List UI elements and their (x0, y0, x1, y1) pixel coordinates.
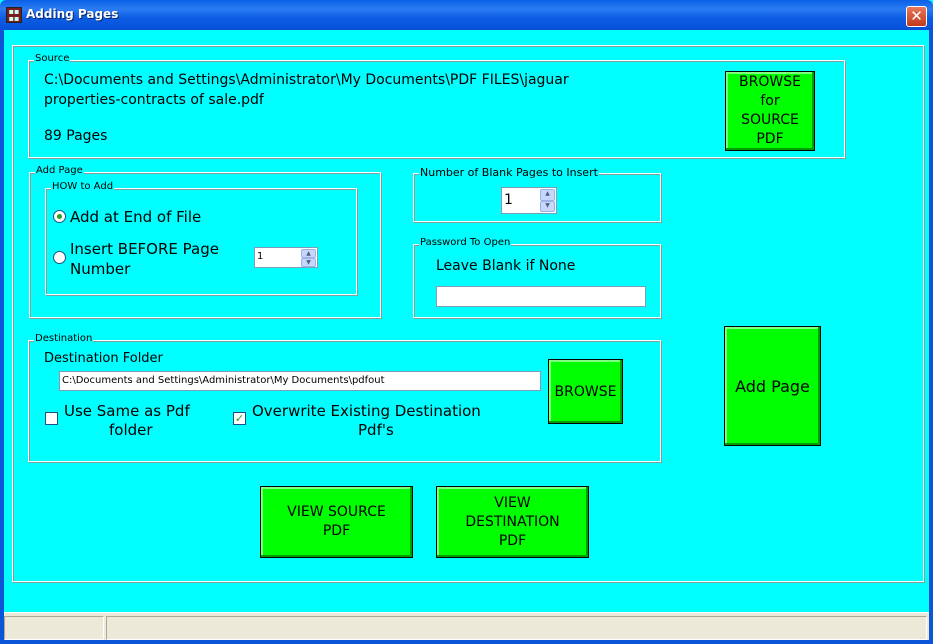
browse-source-label-4: PDF (756, 131, 784, 147)
source-group: Source C:\Documents and Settings\Adminis… (28, 53, 845, 158)
destination-legend: Destination (34, 333, 94, 344)
close-icon: ✕ (910, 7, 923, 25)
title-bar[interactable]: ▪▪▪▪ Adding Pages ✕ (0, 0, 933, 30)
password-input[interactable] (436, 286, 646, 307)
how-to-add-legend: HOW to Add (51, 181, 115, 192)
password-hint: Leave Blank if None (436, 258, 576, 274)
window-frame-left (0, 30, 4, 644)
window-title: Adding Pages (26, 7, 119, 21)
add-page-button[interactable]: Add Page (724, 326, 821, 446)
source-path-line2: properties-contracts of sale.pdf (44, 92, 264, 108)
overwrite-checkbox[interactable]: ✓ (233, 412, 246, 425)
view-source-label-1: VIEW SOURCE (287, 504, 386, 520)
view-source-button[interactable]: VIEW SOURCE PDF (260, 486, 413, 558)
browse-source-label-1: BROWSE (739, 74, 801, 90)
how-to-add-group: HOW to Add Add at End of File Insert BEF… (45, 181, 357, 295)
blank-pages-group: Number of Blank Pages to Insert 1 ▲▼ (413, 166, 661, 222)
checkmark-icon: ✓ (234, 412, 245, 425)
browse-source-label-2: for (760, 93, 780, 109)
same-as-pdf-checkbox[interactable] (45, 412, 58, 425)
blank-pages-value: 1 (504, 192, 513, 208)
insert-before-label-2[interactable]: Number (70, 260, 131, 278)
destination-group: Destination Destination Folder C:\Docume… (28, 333, 661, 462)
overwrite-label-1[interactable]: Overwrite Existing Destination (252, 402, 481, 420)
view-source-label-2: PDF (322, 523, 351, 539)
same-as-pdf-label-2[interactable]: folder (109, 421, 153, 439)
add-at-end-label[interactable]: Add at End of File (70, 208, 202, 226)
overwrite-label-2[interactable]: Pdf's (358, 421, 394, 439)
source-legend: Source (34, 53, 71, 64)
radio-insert-before[interactable] (53, 251, 66, 264)
destination-folder-label: Destination Folder (44, 351, 163, 366)
source-page-count: 89 Pages (44, 128, 108, 144)
page-number-value: 1 (257, 251, 264, 262)
view-destination-label-3: PDF (498, 532, 527, 549)
main-panel (12, 45, 924, 582)
spin-arrows-icon[interactable]: ▲▼ (301, 249, 316, 267)
view-destination-button[interactable]: VIEW DESTINATION PDF (436, 486, 589, 558)
same-as-pdf-label-1[interactable]: Use Same as Pdf (64, 402, 190, 420)
insert-before-label-1[interactable]: Insert BEFORE Page (70, 240, 219, 258)
password-group: Password To Open Leave Blank if None (413, 237, 661, 318)
status-bar (4, 612, 929, 640)
blank-pages-legend: Number of Blank Pages to Insert (419, 166, 599, 179)
view-destination-label-1: VIEW (494, 494, 531, 511)
window-frame-right (929, 30, 933, 644)
browse-source-button[interactable]: BROWSE for SOURCE PDF (725, 71, 815, 151)
password-legend: Password To Open (419, 237, 512, 248)
spin-arrows-icon[interactable]: ▲▼ (540, 189, 555, 212)
app-icon[interactable]: ▪▪▪▪ (6, 7, 22, 23)
add-page-legend: Add Page (35, 165, 84, 176)
status-pane-1 (4, 616, 104, 640)
browse-destination-button[interactable]: BROWSE (548, 359, 623, 424)
client-area: Source C:\Documents and Settings\Adminis… (4, 30, 929, 612)
status-pane-2 (106, 616, 927, 640)
window-frame-bottom (0, 640, 933, 644)
blank-pages-stepper[interactable]: 1 ▲▼ (501, 187, 557, 214)
browse-source-label-3: SOURCE (741, 112, 799, 128)
view-destination-label-2: DESTINATION (465, 513, 560, 530)
source-path-line1: C:\Documents and Settings\Administrator\… (44, 72, 569, 88)
page-number-stepper[interactable]: 1 ▲▼ (254, 247, 318, 268)
close-button[interactable]: ✕ (906, 6, 927, 27)
radio-add-at-end[interactable] (53, 210, 66, 223)
destination-folder-input[interactable]: C:\Documents and Settings\Administrator\… (59, 371, 541, 391)
add-page-group: Add Page HOW to Add Add at End of File I… (29, 165, 381, 318)
